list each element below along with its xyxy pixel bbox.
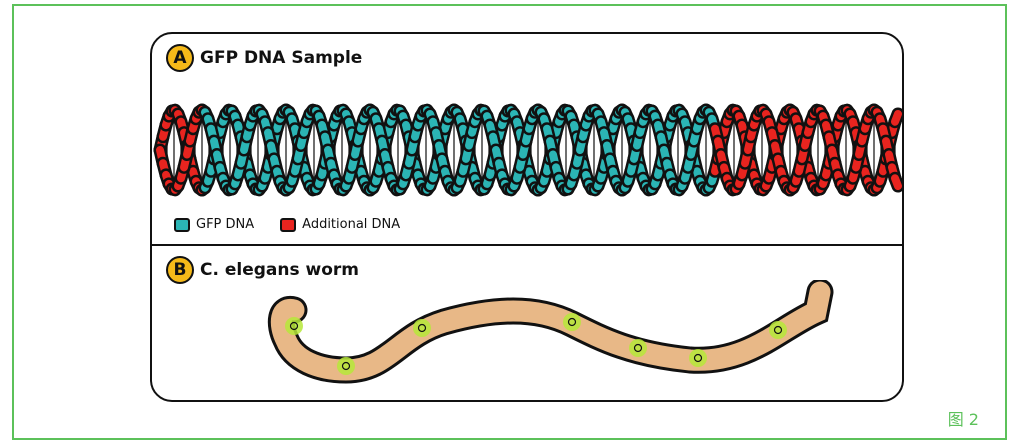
figure-number-label: 图 2: [948, 406, 979, 430]
worm-illustration: [152, 280, 904, 400]
legend-item-additional: Additional DNA: [280, 217, 400, 232]
legend-item-gfp: GFP DNA: [174, 217, 254, 232]
legend-label-gfp: GFP DNA: [196, 217, 254, 232]
dna-helix-illustration: [152, 94, 904, 209]
dna-strand-front: [895, 178, 898, 186]
gfp-glow-spot: [689, 349, 707, 367]
gfp-glow-spot: [337, 357, 355, 375]
gfp-glow-spot: [629, 339, 647, 357]
dna-legend: GFP DNA Additional DNA: [174, 217, 400, 232]
dna-strand-back: [895, 114, 898, 122]
panel-a-heading: A GFP DNA Sample: [166, 44, 362, 72]
gfp-glow-spot: [285, 317, 303, 335]
legend-swatch-additional: [280, 218, 296, 232]
figure-panel: A GFP DNA Sample GFP DNA Additional DNA …: [150, 32, 904, 402]
legend-label-additional: Additional DNA: [302, 217, 400, 232]
legend-swatch-gfp: [174, 218, 190, 232]
panel-a-title: GFP DNA Sample: [200, 48, 362, 68]
figure-frame: A GFP DNA Sample GFP DNA Additional DNA …: [12, 4, 1007, 440]
gfp-glow-spot: [413, 319, 431, 337]
panel-a-badge: A: [166, 44, 194, 72]
gfp-glow-spot: [563, 313, 581, 331]
panel-b-title: C. elegans worm: [200, 260, 359, 280]
gfp-glow-spot: [769, 321, 787, 339]
panel-divider: [152, 244, 902, 246]
